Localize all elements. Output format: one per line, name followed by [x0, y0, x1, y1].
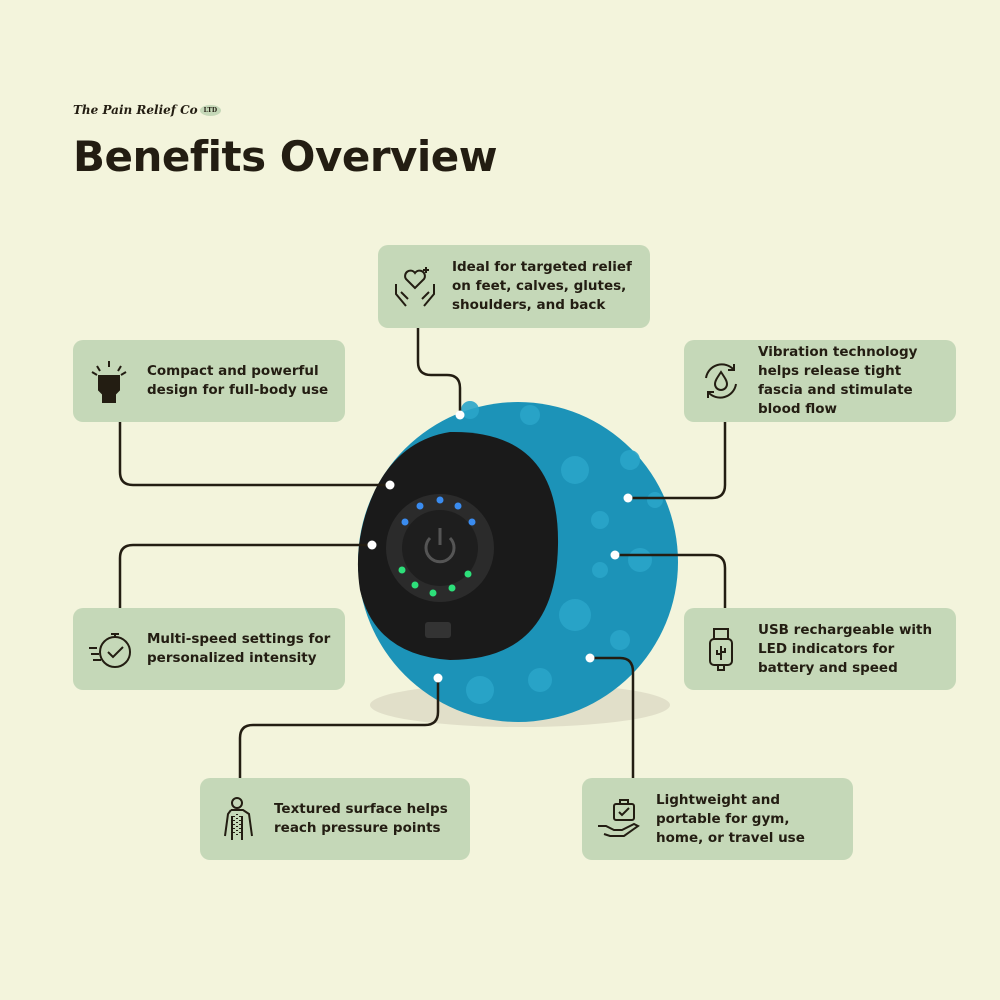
benefit-compact-design: Compact and powerful design for full-bod… [73, 340, 345, 422]
benefit-text: Compact and powerful design for full-bod… [147, 363, 329, 398]
benefit-text: Multi-speed settings for personalized in… [147, 631, 331, 666]
benefit-vibration: Vibration technology helps release tight… [684, 340, 956, 422]
benefit-text: USB rechargeable with LED indicators for… [758, 621, 933, 676]
usb-icon [709, 628, 733, 671]
vibration-drop-icon [705, 363, 737, 399]
logo-text: The Pain Relief Co [73, 103, 198, 117]
benefit-usb: USB rechargeable with LED indicators for… [684, 608, 956, 690]
hand-bag-icon [598, 799, 640, 837]
logo-badge: LTD [199, 104, 222, 116]
benefit-textured-surface: Textured surface helps reach pressure po… [200, 778, 470, 860]
fist-icon [91, 361, 127, 403]
benefit-targeted-relief: Ideal for targeted relief on feet, calve… [378, 245, 650, 328]
stopwatch-check-icon [89, 633, 131, 668]
benefit-multi-speed: Multi-speed settings for personalized in… [73, 608, 345, 690]
benefit-text: Lightweight and portable for gym, home, … [656, 791, 805, 846]
page-title: Benefits Overview [73, 132, 498, 181]
body-points-icon [224, 797, 253, 840]
heart-hands-icon [395, 266, 435, 307]
benefit-portable: Lightweight and portable for gym, home, … [582, 778, 853, 860]
benefit-text: Textured surface helps reach pressure po… [274, 801, 448, 836]
benefit-text: Ideal for targeted relief on feet, calve… [452, 259, 632, 313]
power-icon [424, 528, 456, 564]
benefit-text: Vibration technology helps release tight… [758, 344, 918, 417]
